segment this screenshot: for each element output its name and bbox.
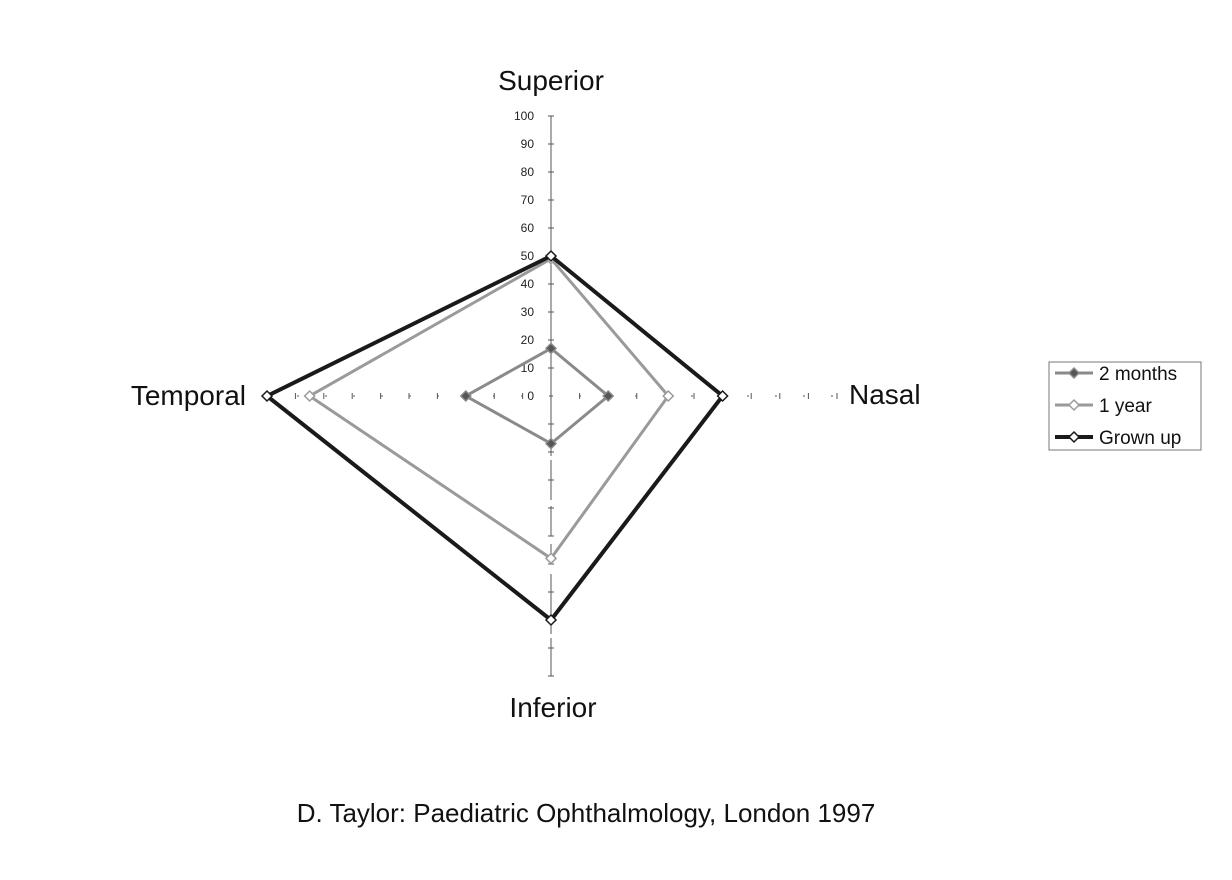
series-point-0 bbox=[602, 389, 615, 403]
tick-label: 70 bbox=[521, 193, 535, 207]
series-layer bbox=[260, 249, 729, 627]
tick-label: 40 bbox=[521, 277, 535, 291]
series-point-0 bbox=[544, 437, 558, 450]
tick-label: 60 bbox=[521, 221, 535, 235]
series-point-2 bbox=[544, 613, 558, 627]
source-caption: D. Taylor: Paediatric Ophthalmology, Lon… bbox=[297, 798, 876, 828]
axis-label-temporal: Temporal bbox=[131, 380, 246, 411]
series-point-1 bbox=[303, 389, 316, 403]
axis-label-nasal: Nasal bbox=[849, 379, 921, 410]
series-point-0 bbox=[544, 342, 558, 355]
legend-label: Grown up bbox=[1099, 428, 1181, 449]
legend-marker bbox=[1067, 366, 1081, 380]
series-point-2 bbox=[544, 249, 558, 263]
series-point-1 bbox=[662, 389, 675, 403]
tick-label: 30 bbox=[521, 305, 535, 319]
tick-label: 80 bbox=[521, 165, 535, 179]
tick-label: 100 bbox=[514, 109, 534, 123]
axis-label-superior: Superior bbox=[498, 65, 604, 96]
series-line-2 bbox=[263, 253, 726, 623]
series-line-0 bbox=[462, 346, 611, 446]
legend-marker bbox=[1067, 430, 1081, 444]
tick-label: 90 bbox=[521, 137, 535, 151]
tick-label: 0 bbox=[527, 389, 534, 403]
series-point-2 bbox=[716, 389, 729, 403]
series-point-2 bbox=[260, 389, 274, 403]
legend-marker bbox=[1067, 398, 1081, 412]
axis-label-inferior: Inferior bbox=[509, 692, 596, 723]
series-point-1 bbox=[544, 552, 558, 565]
legend-label: 1 year bbox=[1099, 396, 1152, 417]
axes-layer bbox=[266, 115, 838, 677]
tick-label: 20 bbox=[521, 333, 535, 347]
series-point-0 bbox=[459, 389, 472, 403]
legend-label: 2 months bbox=[1099, 364, 1177, 385]
tick-label: 50 bbox=[521, 249, 535, 263]
